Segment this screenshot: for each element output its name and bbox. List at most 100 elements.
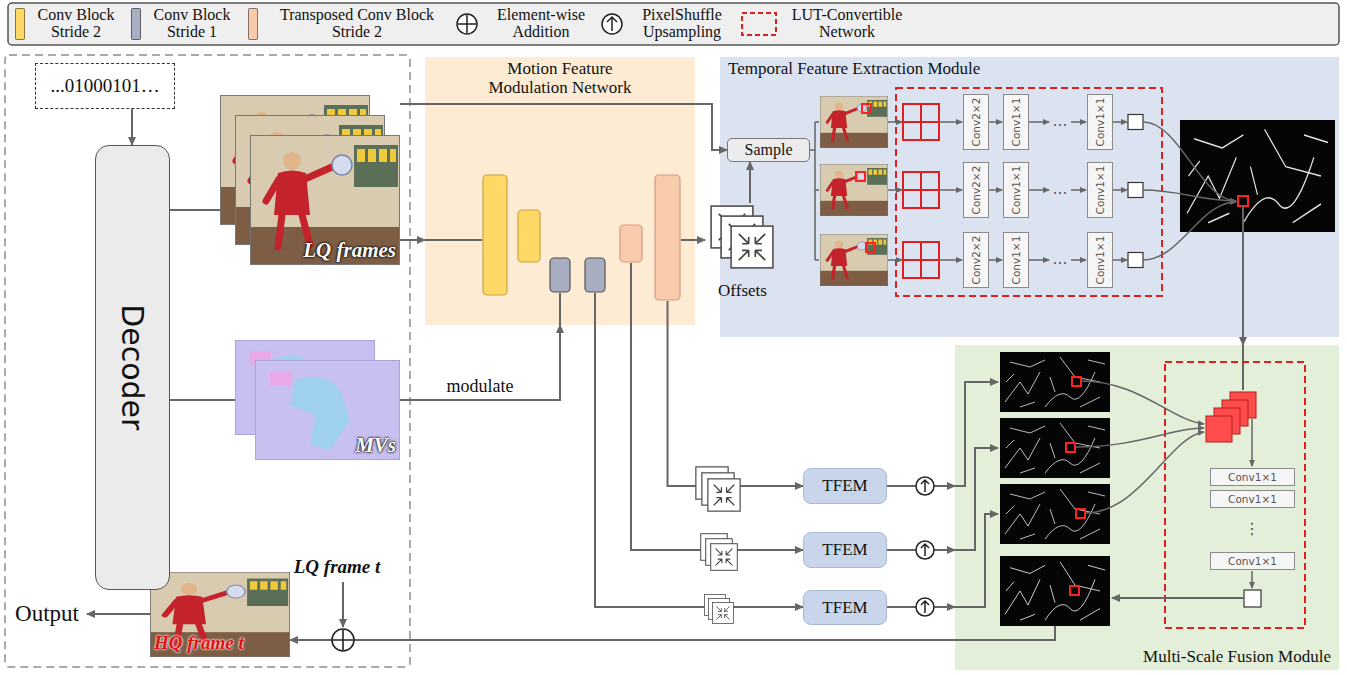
sampled-frame — [820, 234, 888, 286]
legend-swatch — [248, 8, 258, 40]
flow-arrow — [1071, 259, 1086, 261]
flow-arrow — [1071, 121, 1086, 123]
label-anchor: … — [1053, 251, 1068, 268]
flow-arrow — [1029, 259, 1049, 261]
label-anchor: … — [1053, 113, 1068, 130]
ellipsis: … — [1053, 113, 1068, 130]
tfem-box: TFEM — [803, 468, 887, 504]
ellipsis: ⋮ — [1244, 520, 1260, 538]
conv-label: Conv2×2 — [970, 166, 982, 215]
legend-bar — [8, 3, 1339, 45]
flow-arrow — [1113, 259, 1127, 261]
decoder-box: Decoder — [95, 145, 170, 590]
mv-map — [255, 360, 400, 460]
pixelshuffle-symbol — [916, 477, 934, 495]
offset-tile — [731, 226, 773, 268]
output-frame: HQ frame t — [150, 572, 290, 657]
ellipsis: … — [1053, 251, 1068, 268]
connector — [400, 239, 425, 241]
legend-swatch — [15, 8, 25, 40]
conv-box: Conv2×2 — [963, 232, 989, 288]
module-title: Motion Feature Modulation Network — [485, 60, 635, 97]
add-symbol — [333, 630, 353, 650]
tconv-block — [620, 225, 642, 262]
feature-pixel — [1070, 586, 1079, 595]
flow-arrow — [989, 121, 1002, 123]
add-symbol — [458, 15, 476, 33]
conv-box: Conv2×2 — [963, 162, 989, 218]
flow-line — [667, 301, 669, 325]
decoder-label: Decoder — [115, 304, 150, 430]
merge-arrow — [1143, 202, 1236, 260]
conv-label: Conv1×1 — [1010, 98, 1022, 147]
module-title: Temporal Feature Extraction Module — [728, 60, 980, 79]
hq-frame — [150, 572, 290, 657]
flow-arrow — [888, 259, 902, 261]
offsets-label: Offsets — [718, 281, 767, 301]
label-anchor: … — [1053, 181, 1068, 198]
tfem-label: TFEM — [822, 540, 867, 560]
flow-arrow — [939, 121, 962, 123]
lq-frame — [250, 135, 400, 265]
legend-swatch — [131, 8, 141, 40]
tfem-box: TFEM — [803, 590, 887, 625]
conv-label: Conv1×1 — [1094, 98, 1106, 147]
add-symbol — [332, 629, 354, 651]
connector — [695, 239, 705, 241]
module-title: Multi-Scale Fusion Module — [1143, 648, 1331, 667]
output-pixel — [1128, 183, 1143, 198]
lut-region — [1165, 362, 1305, 628]
legend-text: Conv Block Stride 2 — [28, 7, 124, 41]
legend-text: PixelShuffle Upsampling — [628, 7, 736, 41]
connector — [668, 325, 804, 486]
offset-tile — [708, 479, 740, 511]
flow-arrow — [87, 613, 150, 615]
panel-fill — [955, 345, 1339, 670]
frame-caption: LQ frames — [303, 238, 396, 262]
frame-caption: MVs — [355, 433, 396, 457]
panel-fill — [720, 57, 1339, 337]
tfem-box: TFEM — [803, 532, 887, 568]
label-anchor: ⋮ — [1244, 520, 1260, 538]
flow-arrow — [1112, 597, 1243, 599]
feature-map — [1000, 418, 1110, 478]
output-label: Output — [15, 601, 79, 627]
ellipsis: … — [1053, 181, 1068, 198]
module-panel: Motion Feature Modulation Network — [425, 57, 695, 325]
conv-label: Conv1×1 — [1228, 493, 1277, 505]
patch-grid — [903, 104, 939, 140]
flow-line — [594, 293, 596, 325]
pixelshuffle-symbol — [916, 598, 934, 616]
tfem-label: TFEM — [822, 476, 867, 496]
flow-arrow — [888, 189, 902, 191]
connector — [631, 325, 803, 550]
connector — [290, 639, 955, 641]
offset-tile — [711, 544, 738, 571]
flow-arrow — [955, 382, 998, 486]
flow-line — [955, 626, 1055, 640]
label-anchor: LQ frame t — [294, 556, 381, 578]
merge-arrow — [1143, 122, 1236, 201]
bitstream-box: ...01000101… — [35, 63, 175, 109]
flow-line — [681, 239, 695, 241]
connector — [170, 209, 220, 211]
conv-block-s1 — [550, 258, 570, 292]
conv-block-s2 — [518, 210, 540, 262]
merge-arrow — [1081, 381, 1204, 424]
connector — [1242, 337, 1244, 345]
flow-arrow — [939, 259, 962, 261]
output-pixel — [1244, 590, 1261, 607]
conv-label: Conv1×1 — [1094, 166, 1106, 215]
edge-label-anchor: modulate — [447, 376, 514, 397]
flow-arrow — [1251, 419, 1253, 466]
legend-text: Conv Block Stride 1 — [144, 7, 240, 41]
frame-stack: LQ frames — [220, 95, 400, 265]
connector — [170, 399, 235, 401]
conv-label: Conv1×1 — [1228, 555, 1277, 567]
flow-line — [425, 239, 482, 241]
tfem-label: TFEM — [822, 598, 867, 618]
conv-block-s1 — [585, 258, 605, 292]
frame-stack: MVs — [235, 340, 400, 460]
